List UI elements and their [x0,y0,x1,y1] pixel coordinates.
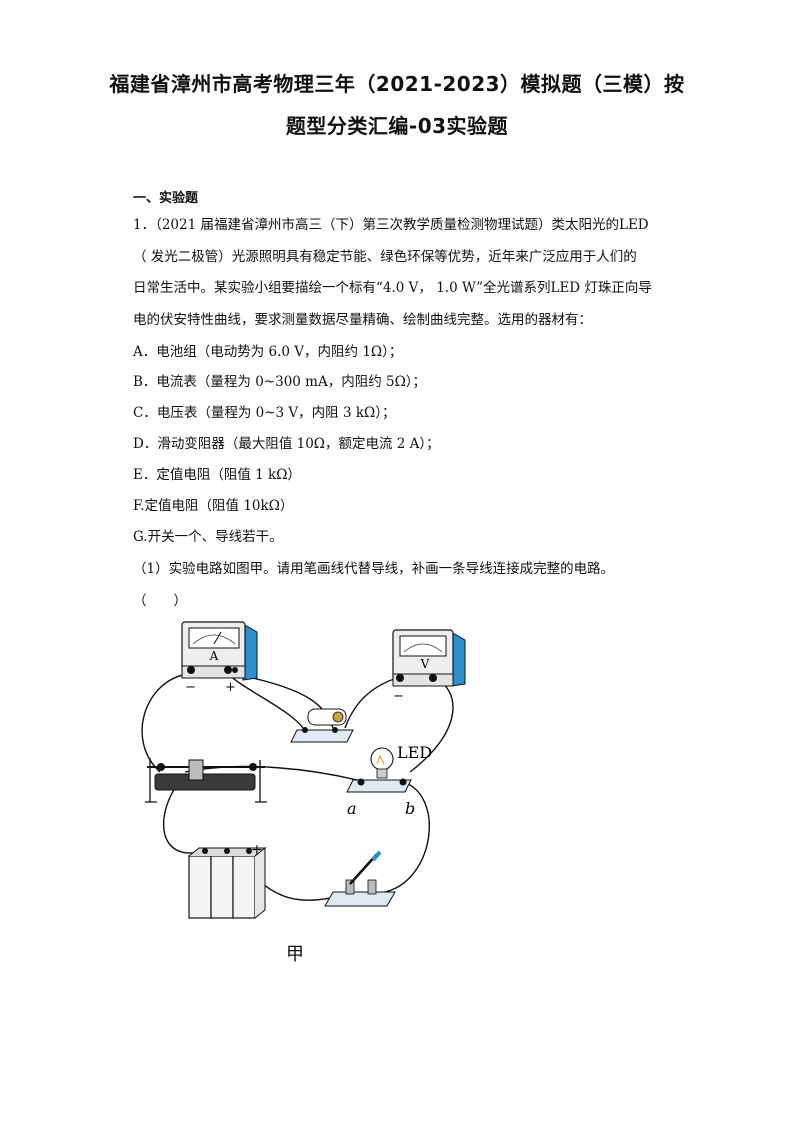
ammeter-plus-label: + [225,680,236,695]
ammeter-terminal-minus [187,666,195,674]
option-e: E．定值电阻（阻值 1 kΩ） [133,467,301,483]
voltmeter: V − [392,629,466,704]
question-line-2: （ 发光二极管）光源照明具有稳定节能、绿色环保等优势，近年来广泛应用于人们的 [133,249,637,265]
sliding-rheostat [145,758,267,803]
voltmeter-letter: V [420,657,430,671]
battery-plus-label: + [251,842,263,858]
option-f: F.定值电阻（阻值 10kΩ） [133,498,294,514]
led-component: LED a b [346,743,432,818]
section-heading: 一、实验题 [133,191,199,206]
ammeter: A − + [181,621,258,695]
terminal-a-label: a [347,799,357,818]
ammeter-terminal-plus [224,666,232,674]
fixed-resistor [290,708,354,743]
voltmeter-terminal-minus [396,674,404,682]
option-b: B．电流表（量程为 0~300 mA，内阻约 5Ω）； [133,374,427,390]
led-label: LED [397,743,432,762]
led-terminal-a [357,778,365,786]
option-c: C．电压表（量程为 0~3 V，内阻 3 kΩ）； [133,405,396,421]
battery-pack: + [188,842,267,919]
option-a: A．电池组（电动势为 6.0 V，内阻约 1Ω）； [133,344,403,360]
voltmeter-minus-label: − [393,689,404,704]
answer-blank[interactable]: （ ） [133,593,187,609]
led-terminal-b [399,778,407,786]
sub-question-1: （1）实验电路如图甲。请用笔画线代替导线，补画一条导线连接成完整的电路。 [133,561,615,577]
terminal-b-label: b [405,799,415,818]
circuit-figure: A − + V − LED a b [141,621,466,919]
question-line-3: 日常生活中。某实验小组要描绘一个标有“4.0 V， 1.0 W”全光谱系列LED… [133,280,652,296]
option-g: G.开关一个、导线若干。 [133,529,283,545]
ammeter-letter: A [209,649,219,663]
page-title-line-2: 题型分类汇编-03实验题 [285,114,509,138]
page-title-line-1: 福建省漳州市高考物理三年（2021-2023）模拟题（三模）按 [109,72,685,96]
figure-caption: 甲 [286,944,304,965]
ammeter-minus-label: − [185,680,196,695]
option-d: D．滑动变阻器（最大阻值 10Ω，额定电流 2 A）； [133,436,440,452]
question-line-1: 1．（2021 届福建省漳州市高三（下）第三次教学质量检测物理试题）类太阳光的L… [133,217,649,233]
question-line-4: 电的伏安特性曲线，要求测量数据尽量精确、绘制曲线完整。选用的器材有： [133,312,592,328]
knife-switch [324,850,396,907]
voltmeter-terminal-plus [429,674,437,682]
